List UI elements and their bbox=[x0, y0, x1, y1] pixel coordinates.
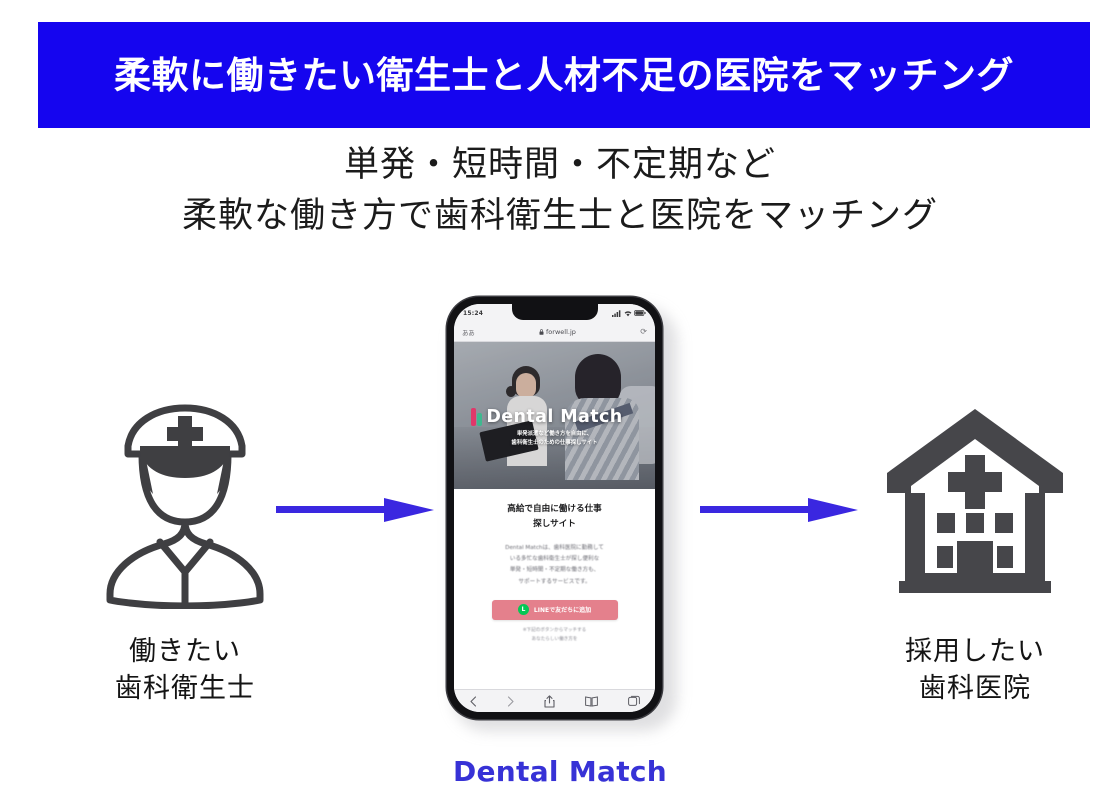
hero-subtitle: 単発派遣など働き方を自由に、 歯科衛生士のための仕事探しサイト bbox=[454, 430, 655, 448]
hospital-building-icon bbox=[887, 409, 1063, 593]
arrow-right-icon bbox=[700, 498, 858, 522]
phone-mockup: 15:24 bbox=[447, 297, 679, 733]
battery-icon bbox=[634, 310, 646, 316]
page-heading-line-1: 高給で自由に働ける仕事 bbox=[507, 504, 602, 514]
phone-notch bbox=[511, 304, 598, 320]
reload-icon[interactable]: ⟳ bbox=[640, 327, 647, 336]
page-heading-line-2: 探しサイト bbox=[533, 519, 576, 530]
phone-body: 15:24 bbox=[447, 297, 662, 719]
subtitle-block: 単発・短時間・不定期など 柔軟な働き方で歯科衛生士と医院をマッチング bbox=[0, 140, 1120, 242]
page-paragraph-line-4: サポートするサービスです。 bbox=[518, 578, 591, 585]
share-button[interactable] bbox=[544, 694, 556, 708]
hero-subtitle-line-2: 歯科衛生士のための仕事探しサイト bbox=[511, 440, 598, 447]
hero-patient-figure bbox=[564, 353, 639, 480]
arrow-right-icon bbox=[276, 498, 434, 522]
browser-url-bar[interactable]: ああ forwell.jp ⟳ bbox=[454, 322, 655, 342]
forward-button[interactable] bbox=[507, 695, 515, 707]
url-display[interactable]: forwell.jp bbox=[539, 328, 576, 336]
phone-screen: 15:24 bbox=[454, 304, 655, 712]
page-paragraph: Dental Matchは、歯科医院に勤務して いる多忙な歯科衛生士が探し便利な… bbox=[468, 543, 641, 588]
bookmarks-button[interactable] bbox=[585, 695, 599, 707]
page-note-line-1: ※下記のボタンからマッチする bbox=[522, 627, 587, 633]
left-column-hygienist: 働きたい 歯科衛生士 bbox=[55, 385, 315, 708]
hygienist-caption-line-2: 歯科衛生士 bbox=[115, 673, 255, 705]
lock-icon bbox=[539, 328, 544, 335]
tabs-icon bbox=[628, 695, 640, 706]
dental-match-logo-icon bbox=[471, 408, 484, 427]
hygienist-caption: 働きたい 歯科衛生士 bbox=[55, 633, 315, 708]
hero-image: Dental Match 単発派遣など働き方を自由に、 歯科衛生士のための仕事探… bbox=[454, 342, 655, 489]
subtitle-line-1: 単発・短時間・不定期など bbox=[343, 145, 776, 185]
line-icon: L bbox=[517, 604, 529, 616]
hero-overlay bbox=[454, 342, 655, 489]
header-banner: 柔軟に働きたい衛生士と人材不足の医院をマッチング bbox=[38, 22, 1090, 128]
clinic-caption-line-1: 採用したい bbox=[905, 636, 1045, 667]
right-column-clinic: 採用したい 歯科医院 bbox=[845, 385, 1105, 708]
line-cta-label: LINEで友だちに追加 bbox=[533, 607, 592, 615]
arrow-hygienist-to-phone bbox=[276, 497, 436, 523]
hygienist-face bbox=[516, 372, 537, 398]
clinic-caption: 採用したい 歯科医院 bbox=[845, 633, 1105, 708]
share-icon bbox=[544, 694, 556, 708]
url-text: forwell.jp bbox=[546, 327, 576, 336]
tabs-button[interactable] bbox=[628, 695, 640, 707]
brand-caption: Dental Match bbox=[452, 755, 668, 788]
back-button[interactable] bbox=[469, 695, 477, 707]
page-content: 高給で自由に働ける仕事 探しサイト Dental Matchは、歯科医院に勤務し… bbox=[454, 489, 655, 689]
wifi-icon bbox=[624, 310, 631, 316]
chevron-right-icon bbox=[507, 695, 514, 707]
hygienist-caption-line-1: 働きたい bbox=[129, 636, 241, 667]
cellular-signal-icon bbox=[612, 309, 621, 317]
chevron-left-icon bbox=[470, 695, 476, 707]
line-cta-button[interactable]: L LINEで友だちに追加 bbox=[491, 599, 618, 620]
status-time: 15:24 bbox=[463, 309, 484, 317]
clinic-caption-line-2: 歯科医院 bbox=[919, 673, 1031, 705]
banner-title: 柔軟に働きたい衛生士と人材不足の医院をマッチング bbox=[114, 53, 1014, 97]
hygienist-icon-container bbox=[55, 385, 315, 617]
page-heading: 高給で自由に働ける仕事 探しサイト bbox=[468, 502, 641, 532]
page-paragraph-line-1: Dental Matchは、歯科医院に勤務して bbox=[505, 545, 604, 552]
patient-head bbox=[574, 353, 621, 406]
page-note-line-2: あなたらしい働き方を bbox=[531, 636, 578, 642]
page-note: ※下記のボタンからマッチする あなたらしい働き方を bbox=[468, 627, 641, 644]
arrow-phone-to-clinic bbox=[700, 497, 860, 523]
subtitle-line-2: 柔軟な働き方で歯科衛生士と医院をマッチング bbox=[181, 195, 938, 236]
hero-subtitle-line-1: 単発派遣など働き方を自由に、 bbox=[516, 431, 593, 438]
hero-brand-text: Dental Match bbox=[486, 406, 623, 427]
hygienist-hair-bun bbox=[506, 385, 517, 397]
nurse-hygienist-icon bbox=[106, 404, 263, 609]
book-icon bbox=[585, 695, 599, 707]
page-paragraph-line-2: いる多忙な歯科衛生士が探し便利な bbox=[509, 556, 600, 563]
status-icons bbox=[612, 309, 646, 317]
page-paragraph-line-3: 単発・短時間・不定期な働き方も、 bbox=[509, 567, 600, 574]
clinic-icon-container bbox=[845, 385, 1105, 617]
text-size-button[interactable]: ああ bbox=[462, 328, 475, 337]
safari-toolbar bbox=[454, 689, 655, 712]
